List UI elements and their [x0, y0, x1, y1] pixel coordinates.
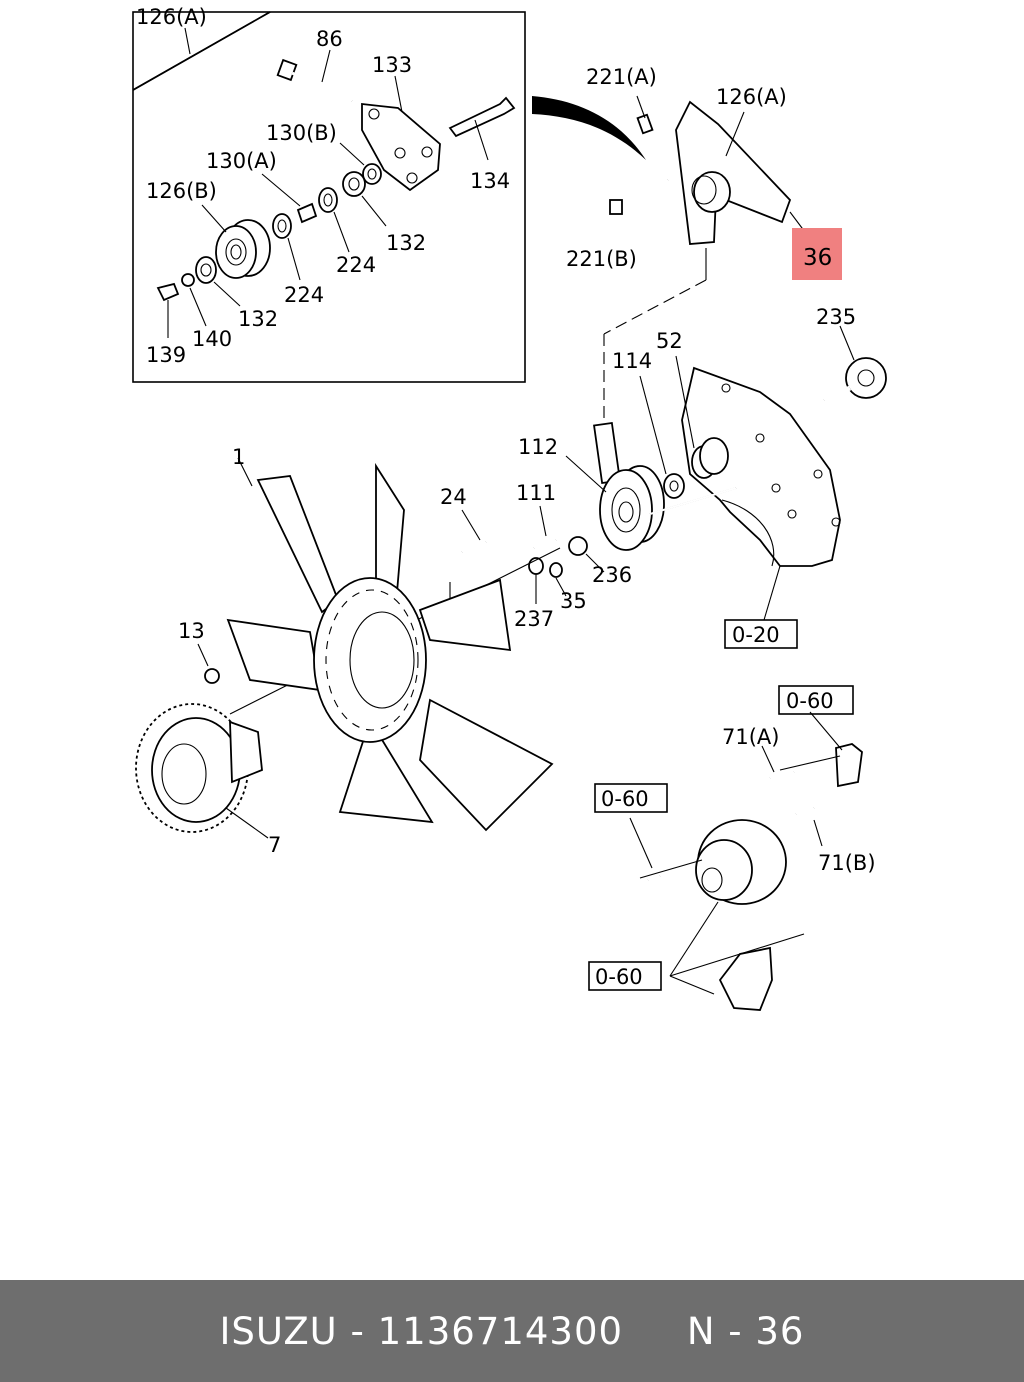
- washer-132-lower: [195, 256, 241, 307]
- label-126a: 126(A): [716, 85, 787, 109]
- label-237: 237: [514, 607, 554, 631]
- label-132-lower: 132: [238, 307, 278, 331]
- label-36-highlight: 36: [803, 245, 832, 271]
- bolt-24: [461, 509, 487, 554]
- label-236: 236: [592, 563, 632, 587]
- bolt-134: [448, 96, 516, 161]
- label-52: 52: [656, 329, 683, 353]
- bearing-224-lower: [272, 213, 301, 281]
- inset-detail: [132, 11, 526, 383]
- pulley-112: [565, 422, 737, 551]
- label-ref-020: 0-20: [732, 623, 780, 647]
- fan-clutch-7: [135, 703, 269, 839]
- label-71b: 71(B): [818, 851, 876, 875]
- label-224-right: 224: [336, 253, 376, 277]
- label-inset-126a: 126(A): [136, 5, 207, 29]
- washer-132-upper: [342, 171, 387, 227]
- parts-diagram: 126(A) 86 133 130(B) 130(A) 126(B) 134 1…: [132, 5, 887, 1011]
- pulley-126b: [201, 204, 271, 279]
- nut-237: [528, 557, 544, 604]
- label-13: 13: [178, 619, 205, 643]
- bolt-86: [276, 49, 353, 103]
- front-cover: [681, 366, 841, 621]
- ref-box-020: [724, 619, 798, 649]
- label-224-left: 224: [284, 283, 324, 307]
- label-112: 112: [518, 435, 558, 459]
- bracket-133: [361, 75, 441, 192]
- nut-13: [197, 643, 220, 684]
- alternator-bracket: [761, 711, 863, 847]
- label-ref-060a: 0-60: [786, 689, 834, 713]
- label-71a: 71(A): [722, 725, 779, 749]
- ref-box-060b: [594, 783, 668, 813]
- label-114: 114: [612, 349, 652, 373]
- label-221b: 221(B): [566, 247, 637, 271]
- spacer-236: [568, 536, 605, 573]
- bearing-224-upper: [318, 187, 350, 253]
- label-235: 235: [816, 305, 856, 329]
- stud-111: [533, 505, 557, 550]
- label-221a: 221(A): [586, 65, 657, 89]
- label-86: 86: [316, 27, 343, 51]
- direction-arrow: [532, 96, 646, 160]
- label-130b: 130(B): [266, 121, 337, 145]
- label-1: 1: [232, 445, 245, 469]
- label-ref-060b: 0-60: [601, 787, 649, 811]
- label-126b: 126(B): [146, 179, 217, 203]
- alternator: [629, 817, 805, 1011]
- washer-114: [639, 375, 685, 499]
- fan-1: [226, 457, 554, 832]
- label-132-right: 132: [386, 231, 426, 255]
- label-139: 139: [146, 343, 186, 367]
- spacer-130a: [261, 173, 318, 224]
- idler-52: [675, 355, 729, 479]
- label-35: 35: [560, 589, 587, 613]
- label-111: 111: [516, 481, 556, 505]
- label-130a: 130(A): [206, 149, 277, 173]
- washer-130b: [339, 142, 382, 185]
- label-140: 140: [192, 327, 232, 351]
- ref-box-060c: [588, 961, 662, 991]
- label-134: 134: [470, 169, 510, 193]
- label-24: 24: [440, 485, 467, 509]
- label-133: 133: [372, 53, 412, 77]
- tensioner-assembly: [603, 95, 809, 424]
- ref-box-060a: [778, 685, 854, 715]
- washer-35: [549, 562, 567, 597]
- label-ref-060c: 0-60: [595, 965, 643, 989]
- highlight-box: [792, 228, 842, 280]
- fitting-139: [156, 282, 180, 338]
- gear-235: [822, 325, 887, 403]
- footer-text: ISUZU - 1136714300 N - 36: [219, 1309, 805, 1353]
- label-7: 7: [268, 833, 281, 857]
- nut-140: [181, 273, 207, 327]
- footer-bar: ISUZU - 1136714300 N - 36: [0, 1280, 1024, 1382]
